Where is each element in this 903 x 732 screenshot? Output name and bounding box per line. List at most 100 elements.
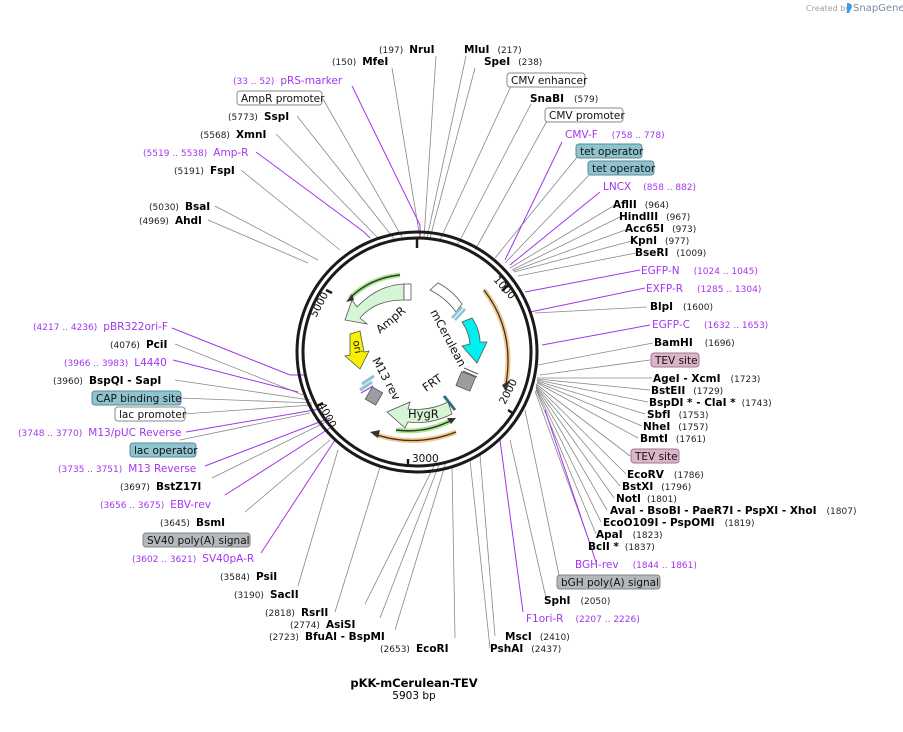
enzyme-acc65i[interactable]: Acc65I(973) xyxy=(625,223,696,235)
enzyme-ahdi[interactable]: (4969)AhdI xyxy=(139,215,202,227)
primer-m13-reverse[interactable]: (3735 .. 3751)M13 Reverse xyxy=(58,463,196,475)
enzyme-snabi[interactable]: SnaBI(579) xyxy=(530,93,598,105)
m13rev-feature[interactable]: M13 rev xyxy=(359,355,404,406)
enzyme-ecorv[interactable]: EcoRV(1786) xyxy=(627,469,704,481)
enzyme-sphi[interactable]: SphI(2050) xyxy=(544,595,610,607)
enzyme-pshai[interactable]: PshAI(2437) xyxy=(490,643,561,655)
ori-feature[interactable]: ori xyxy=(344,330,370,370)
mcerulean-feature[interactable]: mCerulean xyxy=(427,282,488,369)
enzyme-sbfi[interactable]: SbfI(1753) xyxy=(647,409,709,421)
hygr-feature[interactable]: FRT HygR xyxy=(386,371,457,434)
svg-text:AgeI - XcmI(1723): AgeI - XcmI(1723) xyxy=(653,373,760,385)
enzyme-bfuai-bspmi[interactable]: (2723)BfuAI - BspMI xyxy=(269,631,385,643)
enzyme-bsteii[interactable]: BstEII(1729) xyxy=(651,385,723,397)
svg-text:PshAI(2437): PshAI(2437) xyxy=(490,643,561,655)
enzyme-bspdi-clai[interactable]: BspDI * - ClaI *(1743) xyxy=(649,397,772,409)
enzyme-bsmi[interactable]: (3645)BsmI xyxy=(160,517,225,529)
ampr-label: AmpR xyxy=(373,303,408,336)
ampr-feature[interactable]: AmpR xyxy=(344,272,412,336)
svg-text:(2653)EcoRI: (2653)EcoRI xyxy=(380,643,449,655)
enzyme-spei[interactable]: SpeI(238) xyxy=(484,56,542,68)
enzyme-asisi[interactable]: (2774)AsiSI xyxy=(290,619,355,631)
feature-cap-binding-site[interactable]: CAP binding site xyxy=(91,390,182,406)
enzyme-eco0109i-pspomi[interactable]: EcoO109I - PspOMI(1819) xyxy=(603,517,755,529)
snapgene-credit: Created by SnapGene xyxy=(806,3,903,14)
primer-pbr322ori-f[interactable]: (4217 .. 4236)pBR322ori-F xyxy=(33,321,168,333)
svg-text:bGH poly(A) signal: bGH poly(A) signal xyxy=(561,577,659,589)
feature-cmv-promoter[interactable]: CMV promoter xyxy=(544,107,625,123)
enzyme-aflii[interactable]: AflII(964) xyxy=(613,199,669,211)
enzyme-mlui[interactable]: MluI(217) xyxy=(464,44,522,56)
primer-f1ori-r[interactable]: F1ori-R(2207 .. 2226) xyxy=(526,613,640,625)
feature-cmv-enhancer[interactable]: CMV enhancer xyxy=(506,72,588,88)
enzyme-pcii[interactable]: (4076)PciI xyxy=(110,339,167,351)
feature-tev-site-2[interactable]: TEV site xyxy=(630,448,680,464)
svg-text:CMV promoter: CMV promoter xyxy=(549,110,625,122)
feature-tet-operator-2[interactable]: tet operator xyxy=(587,160,656,176)
primer-l4440[interactable]: (3966 .. 3983)L4440 xyxy=(64,357,167,369)
enzyme-rsrii[interactable]: (2818)RsrII xyxy=(265,607,328,619)
enzyme-apai[interactable]: ApaI(1823) xyxy=(596,529,663,541)
svg-text:(5191)FspI: (5191)FspI xyxy=(174,165,235,177)
feature-lac-operator[interactable]: lac operator xyxy=(129,442,198,458)
svg-text:F1ori-R(2207 .. 2226): F1ori-R(2207 .. 2226) xyxy=(526,613,640,625)
primer-ebv-rev[interactable]: (3656 .. 3675)EBV-rev xyxy=(100,499,211,511)
enzyme-bspqi-sapi[interactable]: (3960)BspQI - SapI xyxy=(53,375,161,387)
enzyme-msci[interactable]: MscI(2410) xyxy=(505,631,570,643)
enzyme-bseri[interactable]: BseRI(1009) xyxy=(635,247,706,259)
enzyme-bstz17i[interactable]: (3697)BstZ17I xyxy=(120,481,201,493)
feature-lac-promoter[interactable]: lac promoter xyxy=(114,406,187,422)
primer-cmv-f[interactable]: CMV-F(758 .. 778) xyxy=(565,129,665,141)
svg-text:SpeI(238): SpeI(238) xyxy=(484,56,542,68)
primer-exfp-r[interactable]: EXFP-R(1285 .. 1304) xyxy=(646,283,761,295)
enzyme-avai-group[interactable]: AvaI - BsoBI - PaeR7I - PspXI - XhoI(180… xyxy=(610,505,856,517)
feature-bgh-polya-signal[interactable]: bGH poly(A) signal xyxy=(556,574,661,590)
feature-ampr-promoter[interactable]: AmpR promoter xyxy=(236,90,325,106)
primer-sv40pa-r[interactable]: (3602 .. 3621)SV40pA-R xyxy=(132,553,254,565)
enzyme-bcli[interactable]: BclI *(1837) xyxy=(588,541,655,553)
enzyme-fspi[interactable]: (5191)FspI xyxy=(174,165,235,177)
enzyme-kpni[interactable]: KpnI(977) xyxy=(630,235,689,247)
svg-text:TEV site: TEV site xyxy=(654,355,698,367)
enzyme-nhei[interactable]: NheI(1757) xyxy=(643,421,708,433)
svg-text:KpnI(977): KpnI(977) xyxy=(630,235,689,247)
enzyme-bsai[interactable]: (5030)BsaI xyxy=(149,201,210,213)
enzyme-bmti[interactable]: BmtI(1761) xyxy=(640,433,706,445)
primer-m13-puc-reverse[interactable]: (3748 .. 3770)M13/pUC Reverse xyxy=(18,427,181,439)
enzyme-sacii[interactable]: (3190)SacII xyxy=(234,589,299,601)
enzyme-psii[interactable]: (3584)PsiI xyxy=(220,571,277,583)
svg-text:(3966 .. 3983)L4440: (3966 .. 3983)L4440 xyxy=(64,357,167,369)
enzyme-hindiii[interactable]: HindIII(967) xyxy=(619,211,690,223)
enzyme-blpi[interactable]: BlpI(1600) xyxy=(650,301,713,313)
svg-text:BmtI(1761): BmtI(1761) xyxy=(640,433,706,445)
tick-3000: 3000 xyxy=(412,453,439,465)
enzyme-nrui[interactable]: (197)NruI xyxy=(379,44,435,56)
svg-text:EGFP-C(1632 .. 1653): EGFP-C(1632 .. 1653) xyxy=(652,319,768,331)
svg-text:EcoRV(1786): EcoRV(1786) xyxy=(627,469,704,481)
enzyme-sspi[interactable]: (5773)SspI xyxy=(228,111,289,123)
feature-sv40-polya-signal[interactable]: SV40 poly(A) signal xyxy=(142,532,251,548)
enzyme-xmni[interactable]: (5568)XmnI xyxy=(200,129,266,141)
enzyme-bamhi[interactable]: BamHI(1696) xyxy=(654,337,735,349)
primer-egfp-c[interactable]: EGFP-C(1632 .. 1653) xyxy=(652,319,768,331)
enzyme-noti[interactable]: NotI(1801) xyxy=(616,493,677,505)
mcerulean-label: mCerulean xyxy=(427,307,469,369)
enzyme-ecori[interactable]: (2653)EcoRI xyxy=(380,643,449,655)
svg-text:CAP binding site: CAP binding site xyxy=(96,393,182,405)
enzyme-agei-xcmi[interactable]: AgeI - XcmI(1723) xyxy=(653,373,760,385)
primer-bgh-rev[interactable]: BGH-rev(1844 .. 1861) xyxy=(575,559,697,571)
primer-lncx[interactable]: LNCX(858 .. 882) xyxy=(603,181,696,193)
svg-text:NotI(1801): NotI(1801) xyxy=(616,493,677,505)
primer-prs-marker[interactable]: (33 .. 52)pRS-marker xyxy=(233,75,343,87)
enzyme-bstxi[interactable]: BstXI(1796) xyxy=(622,481,691,493)
feature-tet-operator-1[interactable]: tet operator xyxy=(575,143,644,159)
primer-egfp-n[interactable]: EGFP-N(1024 .. 1045) xyxy=(641,265,758,277)
svg-text:SnaBI(579): SnaBI(579) xyxy=(530,93,598,105)
hygr-label: HygR xyxy=(408,407,439,421)
primer-amp-r[interactable]: (5519 .. 5538)Amp-R xyxy=(143,147,248,159)
svg-text:BspDI * - ClaI *(1743): BspDI * - ClaI *(1743) xyxy=(649,397,772,409)
svg-text:(4969)AhdI: (4969)AhdI xyxy=(139,215,202,227)
enzyme-mfei[interactable]: (150)MfeI xyxy=(332,56,388,68)
feature-tev-site-1[interactable]: TEV site xyxy=(650,352,700,368)
